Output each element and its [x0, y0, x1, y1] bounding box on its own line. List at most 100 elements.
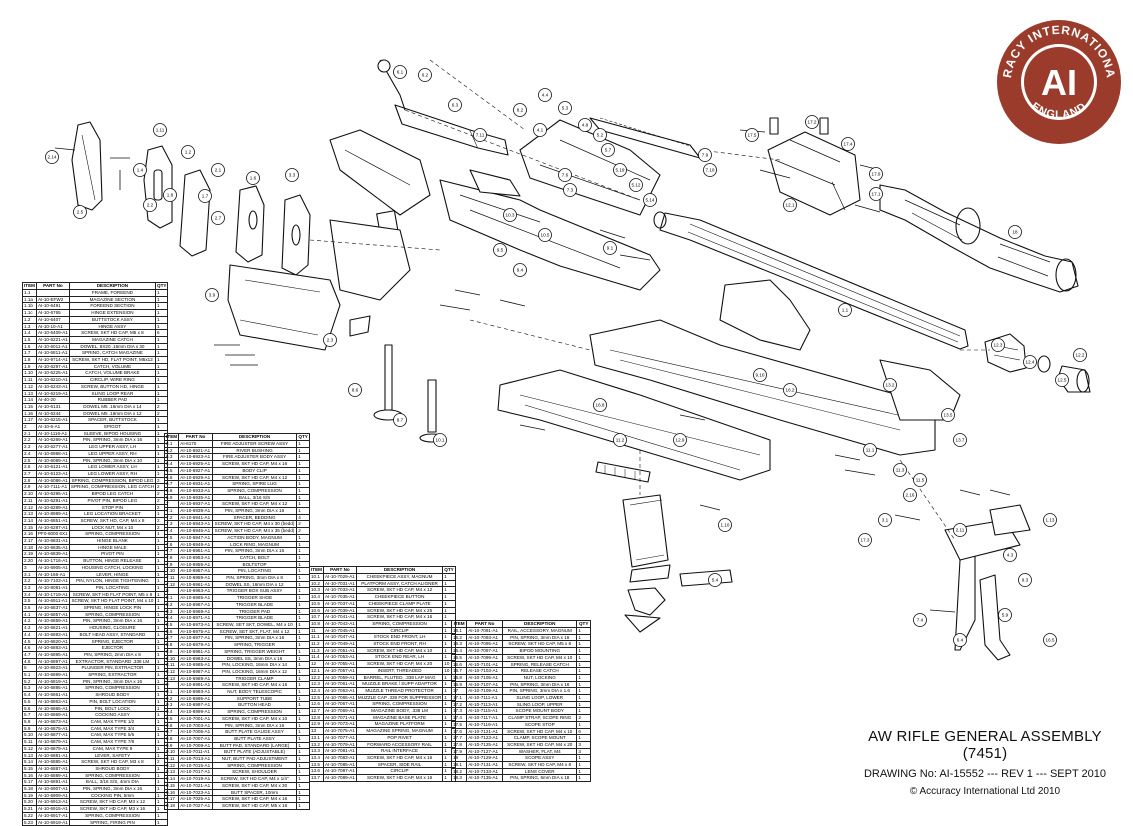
part-no-cell: AI-10-6277-A1 — [35, 443, 70, 451]
part-no-cell: AI-10-7021-A1 — [178, 781, 213, 790]
item-cell: 2.13 — [22, 510, 37, 518]
callout-label: 4.3 — [1007, 553, 1014, 558]
description-cell: PIN, SPRING, 3mm DIA x 16 — [211, 547, 298, 555]
part-no-cell: AI-10-6937-A1 — [178, 500, 213, 509]
item-cell: 12.1 — [309, 666, 324, 675]
item-cell: 6.2 — [163, 446, 180, 455]
callout-label: 1.4 — [137, 168, 144, 173]
part-no-cell: AI-10-7103-A1 — [466, 667, 504, 675]
qty-cell: 1 — [576, 633, 591, 642]
part-no-cell: AI-10-7075-A1 — [322, 727, 357, 735]
part-no-cell: AI-10-166-A1 — [35, 570, 70, 579]
item-cell: 13.1 — [309, 733, 324, 742]
callout-label: 17.9 — [872, 172, 881, 177]
item-cell: 16.5 — [450, 653, 468, 662]
description-cell: STOCK END REAR, LH — [355, 653, 444, 662]
callout-label: 2.2 — [147, 203, 154, 208]
item-cell: 13.3 — [309, 747, 324, 755]
item-cell: 8.6 — [163, 627, 180, 636]
stock-frame-part — [497, 369, 771, 481]
part-no-cell: AI-10-7107-A1 — [466, 680, 504, 689]
item-cell: 1.1 — [22, 289, 37, 297]
item-cell: 5.6 — [22, 704, 37, 713]
column-header: DESCRIPTION — [211, 433, 298, 441]
qty-cell: 2 — [154, 409, 169, 418]
item-cell: 7.4 — [163, 527, 180, 535]
callout-label: 7.4 — [917, 618, 924, 623]
item-cell: 6.6 — [163, 473, 180, 482]
callout-circle — [153, 123, 167, 137]
part-no-cell: AI-10-6863-A1 — [35, 697, 70, 706]
part-no-cell: AI-10-7053-A1 — [322, 653, 357, 662]
description-cell: SCREW, SKT HD, CAP, M4 x 8 — [68, 516, 157, 525]
qty-cell: 1 — [576, 774, 591, 783]
part-no-cell: AI-10-6969-A1 — [178, 607, 213, 616]
item-cell: 9.17 — [163, 795, 180, 803]
callout-circle — [629, 178, 643, 192]
callout-circle — [805, 115, 819, 129]
item-cell: 5.5 — [22, 697, 37, 706]
callout-label: 10.1 — [436, 438, 445, 443]
callout-bubbles: 6.26.37.118.21.111.42.142.11.21.72.71.63… — [45, 65, 1087, 647]
part-no-cell: AI-10-7121-A1 — [466, 727, 504, 736]
item-cell: 9.5 — [163, 714, 180, 723]
callout-circle — [903, 488, 917, 502]
item-cell: 18 — [450, 754, 468, 763]
description-cell: SPRING, COMPRESSION, LEG CATCH — [68, 483, 157, 492]
description-cell: FIRE ADJUSTER SCREW ASSY — [211, 440, 298, 448]
column-header: DESCRIPTION — [502, 620, 578, 628]
part-no-cell: AI-10-7035-A1 — [322, 593, 357, 601]
description-cell: MAGAZINE BASE PLATE — [355, 713, 444, 722]
callout-circle — [198, 189, 212, 203]
part-no-cell: AI-10-6-A1 — [35, 423, 70, 431]
column-header: QTY — [576, 620, 591, 628]
callout-circle — [953, 433, 967, 447]
description-cell: PIN, BOLT LOCK — [68, 704, 157, 713]
description-cell: SPRING, COMPRESSION — [211, 708, 298, 716]
description-cell: CATCH, VOLUME — [68, 362, 157, 371]
description-cell: PIN, LOCATING — [211, 567, 298, 576]
description-cell: DOWEL, 8X20 .16mm DIA x 30 — [68, 342, 157, 351]
callout-circle — [1018, 573, 1032, 587]
part-no-cell: AI-10-7019-A1 — [178, 775, 213, 783]
qty-cell: 1 — [296, 453, 310, 462]
part-no-cell: AI-10-6913-A1 — [35, 798, 70, 807]
item-cell: 9.16 — [163, 788, 180, 797]
part-no-cell: AI-10-7111-A1 — [466, 694, 504, 702]
callout-label: 2.5 — [77, 210, 84, 215]
callout-label: 6.2 — [422, 73, 429, 78]
callout-circle — [643, 193, 657, 207]
